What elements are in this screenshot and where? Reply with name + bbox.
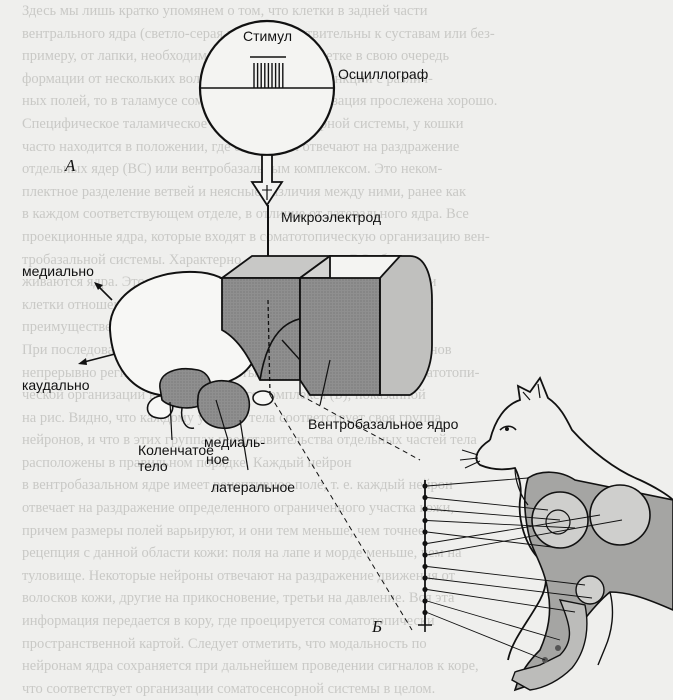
map-line bbox=[426, 577, 593, 599]
geniculate-label-line2: тело bbox=[138, 458, 168, 474]
oscillograph-label: Осциллограф bbox=[338, 66, 428, 82]
recording-point bbox=[422, 563, 428, 570]
stump-center bbox=[252, 390, 274, 406]
recording-point bbox=[422, 540, 428, 547]
background-text-line: расположены в правильном порядке. Каждый… bbox=[22, 454, 352, 471]
geniculate-leader bbox=[169, 401, 173, 441]
vb-right-block bbox=[379, 255, 433, 396]
cat-shoulder-right bbox=[589, 484, 651, 546]
cat-shoulder-left-inner bbox=[545, 509, 571, 535]
background-text-line: туловище. Некоторые нейроны отвечают на … bbox=[22, 567, 455, 584]
vb-front-left bbox=[221, 277, 301, 381]
lateral-nucleus-label: латеральное bbox=[211, 479, 295, 495]
panel-b-letter: Б bbox=[371, 617, 382, 636]
map-line bbox=[426, 520, 576, 529]
map-line bbox=[426, 497, 549, 511]
recording-point bbox=[422, 609, 428, 616]
vb-front-middle bbox=[299, 277, 381, 396]
caudal-direction-label: каудально bbox=[22, 377, 90, 393]
caudal-arrowhead bbox=[78, 358, 87, 365]
cat-front-outline bbox=[475, 439, 547, 661]
medial-arrow bbox=[97, 285, 113, 301]
spike-train bbox=[253, 63, 284, 88]
cat-head-outline bbox=[489, 376, 673, 501]
projection-line-top bbox=[299, 394, 421, 461]
geniculate-label-line1: Коленчатое bbox=[138, 442, 214, 458]
medial-nucleus-line2: ное bbox=[206, 451, 230, 467]
recording-point bbox=[422, 586, 428, 593]
medial-nucleus-leader bbox=[215, 399, 229, 441]
cat-whiskers bbox=[459, 449, 481, 469]
map-line bbox=[426, 477, 529, 487]
map-line bbox=[426, 612, 546, 661]
cat-foreleg bbox=[511, 599, 588, 691]
electrode-track bbox=[267, 299, 271, 396]
map-line bbox=[426, 514, 601, 544]
background-text-line: нейронам ядра сохраняется при дальнейшем… bbox=[22, 658, 479, 675]
background-text-line: пространственной картой. Следует отметит… bbox=[22, 635, 427, 652]
oscillograph: Стимул Осциллограф bbox=[198, 19, 428, 207]
stimulus-label: Стимул bbox=[243, 28, 292, 44]
recording-point bbox=[422, 517, 428, 524]
caudal-arrow bbox=[83, 353, 116, 363]
panel-a-letter: А bbox=[64, 156, 76, 175]
background-text-line: что соответствует организации соматосенс… bbox=[22, 680, 436, 697]
lateral-nucleus-leader bbox=[239, 419, 249, 471]
recording-point bbox=[422, 552, 428, 558]
recording-point bbox=[422, 506, 428, 512]
lateral-geniculate-nucleus bbox=[196, 380, 251, 430]
background-text-line: рецепция с данной области кожи: поля на … bbox=[22, 545, 462, 562]
map-line bbox=[426, 566, 586, 586]
background-text-line: Здесь мы лишь кратко упомянем о том, что… bbox=[22, 3, 428, 19]
recording-points bbox=[422, 483, 428, 616]
recording-point bbox=[422, 494, 428, 501]
ventrobasal-leader bbox=[319, 359, 331, 406]
direction-arrows: медиально каудально bbox=[22, 263, 116, 393]
cat-paw-pad-2 bbox=[555, 645, 561, 651]
electrode-b-tip bbox=[418, 624, 432, 632]
background-text-line: в каждом соответствующем отделе, в отлич… bbox=[22, 206, 469, 223]
stump-left bbox=[180, 407, 195, 429]
background-text-line: плектное разделение ветвей и неясные раз… bbox=[22, 183, 467, 200]
map-line bbox=[426, 519, 623, 556]
recording-point bbox=[422, 483, 428, 489]
microelectrode-label: Микроэлектрод bbox=[281, 209, 381, 225]
map-line bbox=[426, 508, 561, 521]
cat-figure bbox=[459, 376, 673, 692]
medial-arrowhead bbox=[94, 282, 103, 290]
recording-track: Б bbox=[269, 394, 432, 636]
background-text-line: причем размеры полей варьируют, и они те… bbox=[22, 522, 425, 539]
cat-second-leg bbox=[597, 591, 614, 666]
cat-pupil bbox=[505, 427, 509, 431]
background-text-line: информация передается в кору, где проеци… bbox=[22, 613, 435, 630]
background-text-line: в вентробазальном ядре имеет рецептивное… bbox=[22, 477, 453, 494]
background-text-line: волосков кожи, другие на прикосновение, … bbox=[22, 590, 455, 607]
cat-eye bbox=[499, 425, 517, 431]
recording-point bbox=[422, 598, 428, 604]
projection-line-bottom bbox=[269, 394, 413, 631]
cat-jaw-line bbox=[514, 467, 529, 506]
recording-point bbox=[422, 575, 428, 581]
somatotopic-map-lines bbox=[426, 477, 623, 661]
vb-inner-edge bbox=[281, 339, 301, 395]
cat-ear-detail bbox=[522, 383, 541, 401]
background-text-line: проекционные ядра, которые входят в сома… bbox=[22, 228, 490, 245]
map-line bbox=[426, 600, 561, 641]
cat-elbow bbox=[575, 575, 605, 605]
medial-direction-label: медиально bbox=[22, 263, 94, 279]
map-line bbox=[426, 531, 561, 549]
brain-section bbox=[108, 255, 433, 430]
recording-point bbox=[422, 529, 428, 535]
map-line bbox=[426, 589, 576, 613]
electrode-holder bbox=[250, 154, 284, 207]
background-text-line: отдельных ядер (ВС) или вентробазальным … bbox=[22, 161, 443, 178]
medial-nucleus-line1: медиаль- bbox=[204, 434, 265, 450]
ventrobasal-label: Вентробазальное ядро bbox=[308, 416, 459, 432]
background-text-line: отвечает на раздражение определенного ог… bbox=[22, 500, 455, 517]
background-text-line: нейронов, и что в этих группах представи… bbox=[22, 432, 477, 449]
nuclei-labels: Коленчатое тело медиаль- ное латеральное… bbox=[138, 359, 459, 495]
